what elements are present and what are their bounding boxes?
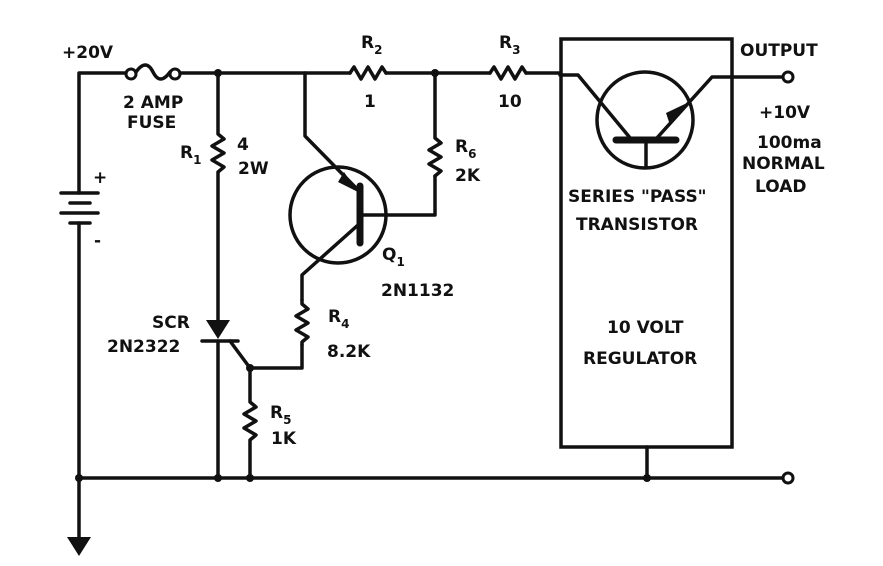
r3-value-label: 10	[498, 92, 522, 112]
battery-minus-label: -	[94, 231, 101, 251]
r1-rating-label: 2W	[238, 159, 269, 179]
r4-name-label: R4	[328, 307, 349, 331]
output-load-label-2: LOAD	[755, 177, 807, 197]
pass-transistor-symbol	[595, 70, 695, 170]
resistor-r3-symbol	[488, 65, 528, 81]
resistor-r4-symbol	[294, 298, 310, 347]
r2-name-label: R2	[361, 33, 382, 57]
fuse-rating-label: 2 AMP	[123, 93, 183, 113]
r6-value-label: 2K	[455, 166, 481, 186]
q1-collector-wire	[300, 223, 360, 302]
battery-plus-label: +	[93, 168, 107, 188]
fuse-symbol	[124, 63, 182, 81]
pass-transistor-label-1: SERIES "PASS"	[568, 187, 707, 207]
ground-arrow-icon	[67, 537, 91, 556]
r1-name-label: R1	[180, 143, 201, 167]
pass-transistor-label-2: TRANSISTOR	[576, 215, 698, 235]
output-voltage-label: +10V	[759, 103, 811, 123]
battery-symbol	[59, 191, 100, 225]
r2-value-label: 1	[364, 92, 376, 112]
junction-dot	[246, 474, 254, 482]
q1-part-label: 2N1132	[381, 281, 454, 301]
q1-name-label: Q1	[382, 245, 405, 269]
junction-dot	[75, 474, 83, 482]
scr-label: SCR	[152, 313, 190, 333]
scr-symbol	[206, 320, 230, 339]
junction-dot	[214, 474, 222, 482]
output-load-label-1: NORMAL	[742, 154, 825, 174]
resistor-r1-symbol	[210, 71, 226, 322]
r4-value-label: 8.2K	[327, 342, 371, 362]
output-label: OUTPUT	[740, 41, 818, 61]
r5-name-label: R5	[270, 403, 291, 427]
supply-wire-left	[77, 71, 130, 195]
supply-voltage-label: +20V	[62, 43, 114, 63]
resistor-r6-symbol	[427, 71, 443, 178]
r3-name-label: R3	[499, 33, 520, 57]
emitter-arrow-icon	[338, 172, 358, 192]
scr-part-label: 2N2322	[107, 337, 180, 357]
pass-collector-wire	[558, 73, 633, 141]
output-terminal[interactable]	[781, 70, 795, 84]
output-current-label: 100ma	[757, 133, 822, 153]
r5-value-label: 1K	[271, 429, 297, 449]
regulator-box	[559, 37, 734, 449]
ground-terminal[interactable]	[781, 471, 795, 485]
pass-emitter-arrow-icon	[666, 103, 687, 125]
q1-base-wire	[358, 174, 437, 217]
resistor-r2-symbol	[348, 65, 388, 81]
regulator-label-1: 10 VOLT	[607, 318, 684, 338]
r6-name-label: R6	[455, 137, 476, 161]
r1-value-label: 4	[237, 135, 249, 155]
scr-gate-wire	[228, 339, 304, 370]
fuse-label: FUSE	[127, 113, 176, 133]
resistor-r5-symbol	[242, 366, 258, 480]
q1-emitter-wire	[303, 71, 360, 192]
regulator-label-2: REGULATOR	[583, 349, 697, 369]
